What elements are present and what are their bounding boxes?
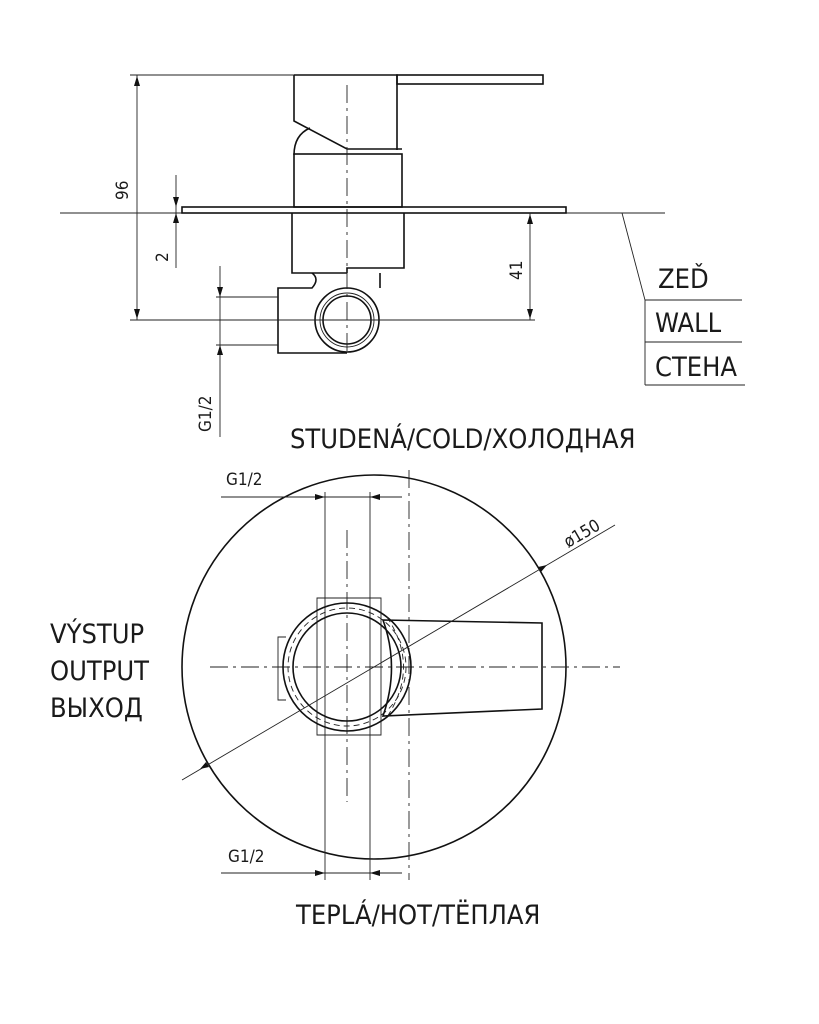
- handle-ring-outer: [282, 602, 412, 732]
- wall-label-leader: [621, 212, 745, 386]
- dim-g12-top: G1/2: [226, 470, 262, 490]
- handle-body: [293, 74, 402, 150]
- wall-label-ru: СТЕНА: [655, 352, 737, 383]
- dim-2: 2: [153, 252, 173, 262]
- lever: [396, 74, 544, 85]
- wall-label-en: WALL: [655, 308, 722, 339]
- handle-ring-inner: [292, 612, 402, 722]
- dim-g12-bottom: G1/2: [228, 847, 264, 867]
- dim-96: 96: [113, 181, 133, 200]
- outlet-bracket: [277, 636, 286, 701]
- hidden-cartridge: [386, 616, 404, 718]
- lower-body: [291, 213, 405, 274]
- side-view: 96 2 41 G1/2 ZEĎ WALL СТЕНА: [60, 74, 745, 437]
- body-bracket: [316, 597, 382, 736]
- front-view: STUDENÁ/COLD/ХОЛОДНАЯ TEPLÁ/HOT/TЁПЛАЯ V…: [50, 423, 635, 931]
- cold-label: STUDENÁ/COLD/ХОЛОДНАЯ: [290, 423, 635, 455]
- handle-curve: [293, 127, 311, 156]
- output-label-ru: ВЫХОД: [50, 693, 143, 724]
- dim-g12-side: G1/2: [196, 396, 216, 432]
- output-label-en: OUTPUT: [50, 656, 149, 687]
- dim-diameter: ø150: [561, 516, 604, 553]
- elbow: [277, 272, 381, 354]
- front-lever: [381, 619, 543, 717]
- upper-body: [293, 153, 403, 208]
- wall-plate: [181, 206, 567, 214]
- hot-label: TEPLÁ/HOT/TЁПЛАЯ: [295, 899, 540, 931]
- wall-label-cz: ZEĎ: [658, 263, 709, 295]
- dim-41: 41: [507, 261, 527, 280]
- handle-ring-dashed: [287, 607, 407, 727]
- output-label-cz: VÝSTUP: [50, 618, 144, 650]
